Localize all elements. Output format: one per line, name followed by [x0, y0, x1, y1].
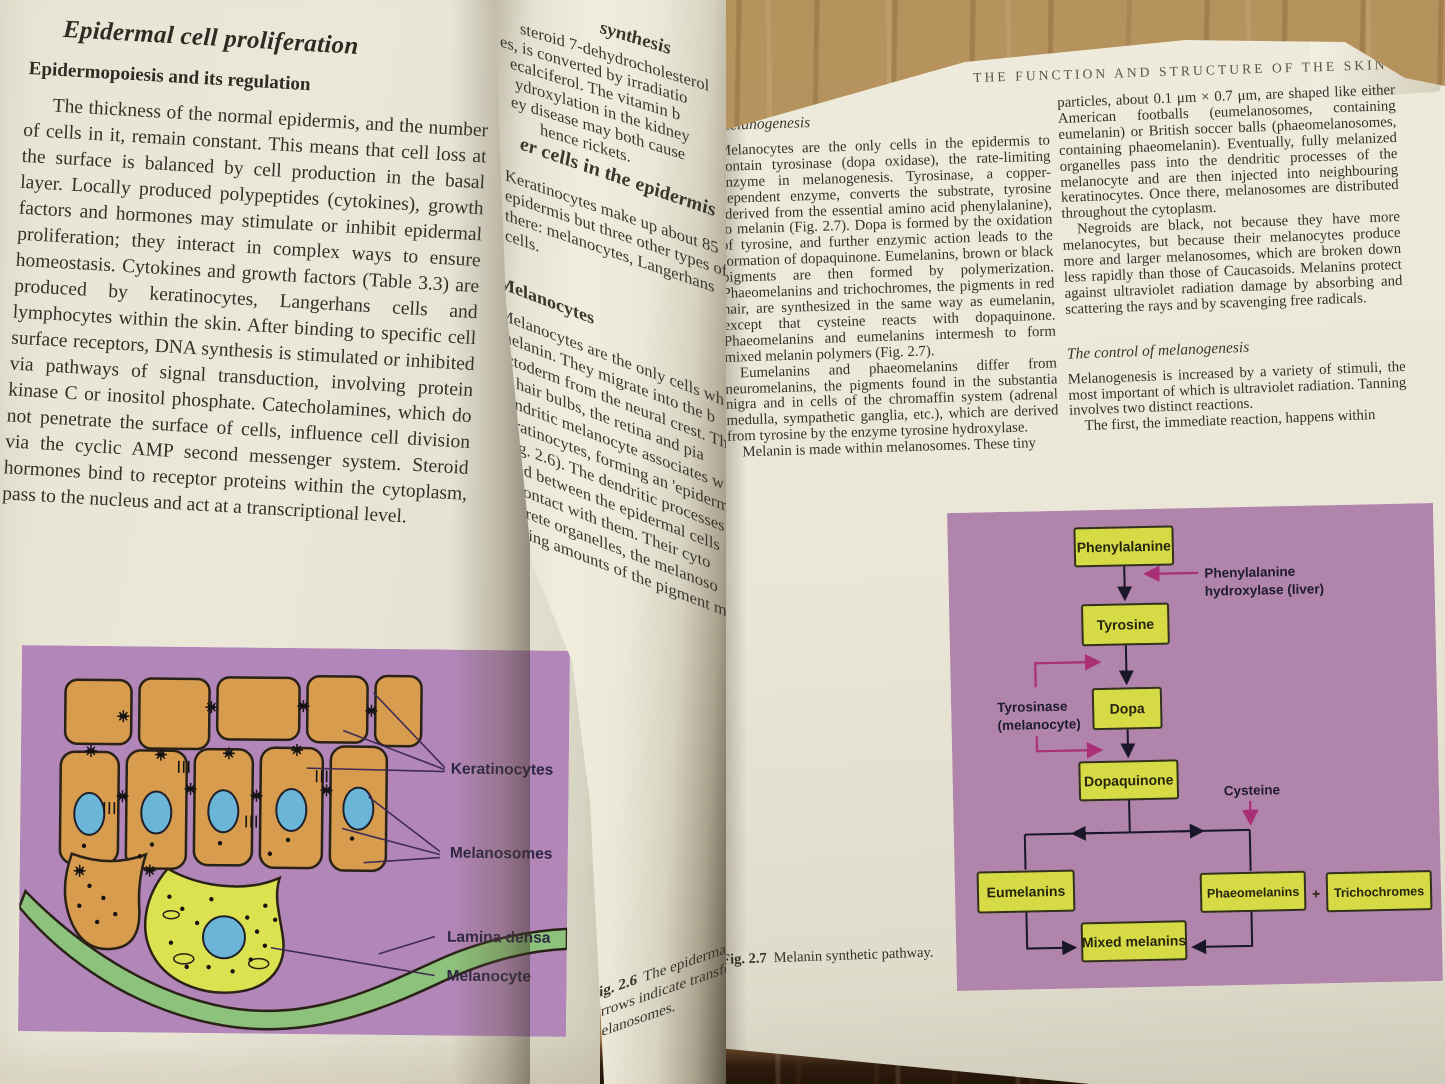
leader-lines	[270, 692, 446, 977]
keratin-hatch-marks	[103, 760, 328, 828]
lamina-densa-band	[17, 888, 569, 1031]
melanogenesis-heading: Melanogenesis	[716, 114, 811, 134]
label-melanocyte: Melanocyte	[447, 968, 532, 986]
flow-nodes: Phenylalanine Tyrosine Dopa Dopaquinone …	[976, 525, 1433, 963]
flow-arrows	[1023, 565, 1254, 956]
section-title: Epidermal cell proliferation	[62, 15, 360, 60]
body-paragraph: Negroids are black, not because they hav…	[1062, 209, 1403, 318]
figure-2-7-caption: Fig. 2.7 Melanin synthetic pathway.	[721, 943, 981, 969]
melanin-pathway-flowchart: Phenylalanine Tyrosine Dopa Dopaquinone …	[947, 502, 1443, 992]
label-phenylalanine-hydroxylase-2: hydroxylase (liver)	[1205, 581, 1325, 598]
plus-sign: +	[1312, 885, 1321, 901]
node-dopaquinone: Dopaquinone	[1084, 771, 1174, 789]
label-tyrosinase: Tyrosinase	[997, 699, 1068, 715]
node-dopa: Dopa	[1110, 700, 1146, 717]
node-phenylalanine: Phenylalanine	[1077, 537, 1172, 555]
body-paragraph: The thickness of the normal epidermis, a…	[1, 95, 489, 528]
label-tyrosinase-2: (melanocyte)	[997, 716, 1081, 733]
left-page-text: Epidermal cell proliferation Epidermopoi…	[2, 14, 494, 534]
control-of-melanogenesis-heading: The control of melanogenesis	[1066, 338, 1250, 363]
cell-nuclei	[73, 786, 375, 960]
melanosome-dots	[77, 836, 355, 974]
label-phenylalanine-hydroxylase: Phenylalanine	[1204, 564, 1296, 581]
node-phaeomelanins: Phaeomelanins	[1207, 885, 1300, 901]
figure-label: Fig. 2.7	[721, 950, 768, 968]
body-paragraph: Eumelanins and phaeomelanins differ from…	[725, 355, 1059, 446]
figure-background	[947, 502, 1443, 992]
figure-2-6: Keratinocytes Melanosomes Lamina densa M…	[17, 645, 571, 1037]
enzyme-arrows	[1034, 565, 1259, 827]
label-melanosomes: Melanosomes	[450, 845, 553, 863]
page-number: 11	[1411, 55, 1427, 73]
epidermis-illustration: Keratinocytes Melanosomes Lamina densa M…	[17, 645, 571, 1037]
label-cysteine: Cysteine	[1224, 782, 1281, 798]
body-paragraph: Melanocytes are the only cells in the ep…	[717, 132, 1057, 366]
caption-text: Melanin synthetic pathway.	[773, 944, 934, 967]
node-tyrosine: Tyrosine	[1097, 616, 1155, 633]
node-mixed-melanins: Mixed melanins	[1082, 932, 1187, 950]
right-page-column-2: particles, about 0.1 μm × 0.7 μm, are sh…	[1056, 82, 1408, 436]
figure-2-7: Phenylalanine Tyrosine Dopa Dopaquinone …	[947, 502, 1443, 992]
node-eumelanins: Eumelanins	[987, 883, 1066, 901]
organelles	[162, 909, 270, 970]
right-page-column-1: Melanogenesis Melanocytes are the only c…	[716, 108, 1060, 462]
body-paragraph: particles, about 0.1 μm × 0.7 μm, are sh…	[1056, 82, 1399, 223]
label-lamina-densa: Lamina densa	[447, 929, 551, 947]
label-keratinocytes: Keratinocytes	[451, 761, 554, 779]
node-trichochromes: Trichochromes	[1334, 884, 1425, 900]
